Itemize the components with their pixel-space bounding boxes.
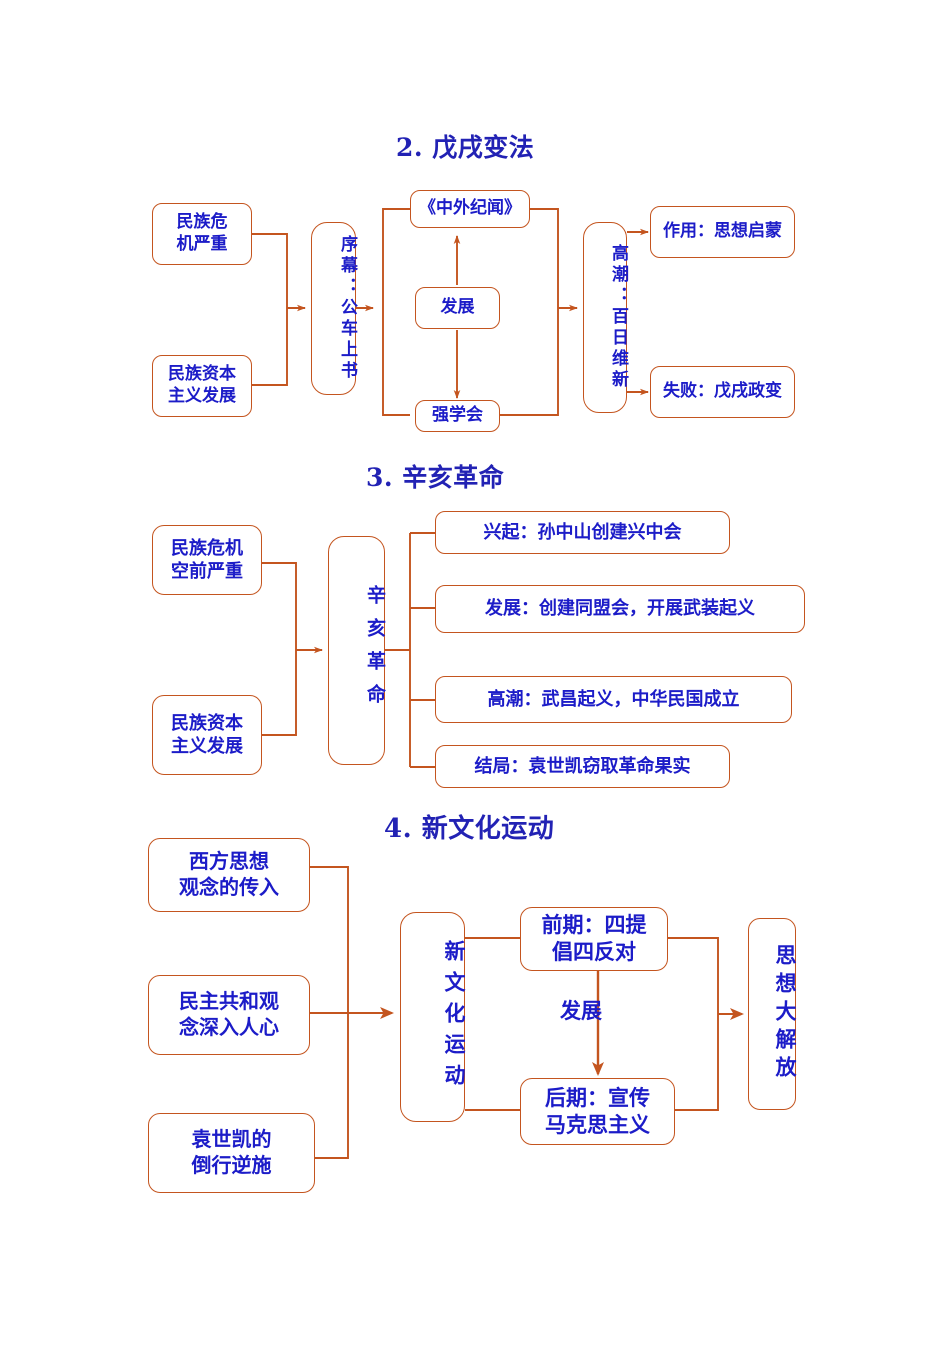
node-label: 西方思想 观念的传入 <box>179 849 279 899</box>
node-national-capitalism: 民族资本 主义发展 <box>152 355 252 417</box>
node-xinhai-revolution: 辛亥革命 <box>328 536 386 765</box>
node-label: 袁世凯的 倒行逆施 <box>191 1127 272 1177</box>
node-label: 兴起：孙中山创建兴中会 <box>483 521 682 543</box>
node-label: 序幕：公车上书 <box>337 235 357 382</box>
node-yuan-shikai-retrogression: 袁世凯的 倒行逆施 <box>148 1113 315 1193</box>
node-label: 《中外纪闻》 <box>419 198 521 219</box>
node-label: 民主共和观 念深入人心 <box>179 989 279 1039</box>
node-label: 高潮：百日维新 <box>608 244 628 391</box>
node-qiangxue-society: 强学会 <box>415 400 500 432</box>
node-effect-enlightenment: 作用：思想启蒙 <box>650 206 795 258</box>
node-failure-coup: 失败：戊戌政变 <box>650 366 795 418</box>
node-early-phase: 前期：四提 倡四反对 <box>520 907 668 971</box>
node-label: 辛亥革命 <box>364 584 386 717</box>
node-label: 新文化运动 <box>442 939 466 1095</box>
node-label: 发展 <box>440 297 475 318</box>
node-label: 强学会 <box>432 405 483 426</box>
node-label: 民族危机 空前严重 <box>171 537 243 582</box>
node-label: 民族资本 主义发展 <box>168 364 236 406</box>
node-stage-climax: 高潮：武昌起义，中华民国成立 <box>435 676 792 723</box>
node-western-ideas: 西方思想 观念的传入 <box>148 838 310 912</box>
node-development: 发展 <box>415 287 500 329</box>
node-republican-ideas: 民主共和观 念深入人心 <box>148 975 310 1055</box>
node-label: 作用：思想启蒙 <box>663 221 782 242</box>
node-stage-development: 发展：创建同盟会，开展武装起义 <box>435 585 805 633</box>
node-label: 失败：戊戌政变 <box>663 381 782 402</box>
node-great-ideological-liberation: 思想大解放 <box>748 918 797 1110</box>
node-late-phase: 后期：宣传 马克思主义 <box>520 1078 675 1145</box>
node-label: 高潮：武昌起义，中华民国成立 <box>487 688 740 710</box>
node-label: 前期：四提 倡四反对 <box>541 913 647 964</box>
node-capitalism-growth: 民族资本 主义发展 <box>152 695 262 775</box>
node-label: 后期：宣传 马克思主义 <box>545 1085 650 1137</box>
section-3-title: 3. 辛亥革命 <box>366 463 505 492</box>
node-label: 结局：袁世凯窃取革命果实 <box>474 755 691 777</box>
node-label: 思想大解放 <box>773 944 797 1084</box>
arrow-label-development: 发展 <box>560 999 602 1023</box>
node-zhongwai-jiwen: 《中外纪闻》 <box>410 190 530 228</box>
node-label: 民族资本 主义发展 <box>171 712 243 757</box>
node-label: 发展：创建同盟会，开展武装起义 <box>485 598 755 620</box>
node-climax-hundred-days: 高潮：百日维新 <box>583 222 628 413</box>
node-label: 民族危 机严重 <box>176 212 228 254</box>
section-4-title: 4. 新文化运动 <box>384 814 555 844</box>
node-crisis-unprecedented: 民族危机 空前严重 <box>152 525 262 595</box>
node-prelude-gongche: 序幕：公车上书 <box>311 222 357 395</box>
node-stage-rise: 兴起：孙中山创建兴中会 <box>435 511 730 554</box>
section-2-title: 2. 戊戌变法 <box>396 133 535 162</box>
node-new-culture-movement: 新文化运动 <box>400 912 466 1122</box>
node-national-crisis: 民族危 机严重 <box>152 203 252 265</box>
node-stage-outcome: 结局：袁世凯窃取革命果实 <box>435 745 730 788</box>
